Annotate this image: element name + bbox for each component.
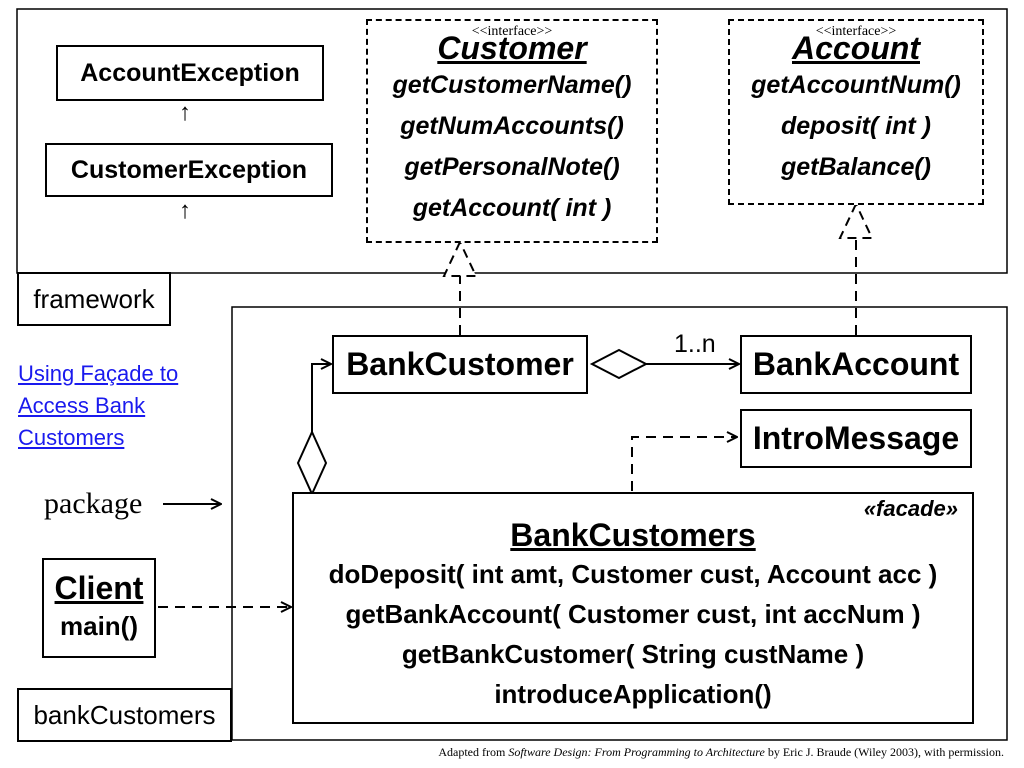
- client-method: main(): [60, 611, 138, 641]
- exception-inheritance-arrow-upper: ↑: [179, 99, 191, 126]
- account-interface-stereotype: <<interface>>: [815, 24, 897, 39]
- customer-interface-stereotype: <<interface>>: [471, 24, 553, 39]
- facade-name: BankCustomers: [510, 517, 756, 553]
- framework-package-frame: [16, 8, 1008, 274]
- bank-customers-facade: «facade» BankCustomers doDeposit( int am…: [292, 492, 974, 724]
- customer-interface-method: getCustomerName(): [392, 71, 632, 99]
- bankcustomers-package-frame: [231, 306, 1008, 741]
- bankcustomers-package-label: bankCustomers: [17, 688, 232, 742]
- attribution-footer: Adapted from Software Design: From Progr…: [438, 744, 1004, 760]
- aggregation-facade-bankcustomer: [296, 364, 331, 497]
- using-facade-link[interactable]: Using Façade to Access Bank Customers: [18, 358, 178, 454]
- using-facade-link-line: Customers: [18, 425, 125, 450]
- intro-message-class: IntroMessage: [740, 409, 972, 468]
- customer-interface-method: getAccount( int ): [412, 194, 612, 222]
- attribution-prefix: Adapted from: [438, 745, 509, 759]
- attribution-suffix: by Eric J. Braude (Wiley 2003), with per…: [764, 745, 1004, 759]
- account-interface-method: deposit( int ): [781, 112, 931, 140]
- exception-inheritance-arrow-lower: ↑: [179, 197, 191, 224]
- account-exception-class: AccountException: [56, 45, 324, 101]
- bank-account-class: BankAccount: [740, 335, 972, 394]
- using-facade-link-line: Using Façade to: [18, 361, 179, 386]
- account-interface-method: getAccountNum(): [751, 71, 961, 99]
- bank-account-label: BankAccount: [752, 346, 960, 382]
- customer-exception-class: CustomerException: [45, 143, 333, 197]
- facade-method: introduceApplication(): [494, 679, 772, 709]
- customer-interface-method: getNumAccounts(): [400, 112, 624, 140]
- client-name: Client: [54, 570, 144, 606]
- bank-customer-label: BankCustomer: [346, 346, 574, 382]
- framework-package-label: framework: [17, 272, 171, 326]
- customer-interface-method: getPersonalNote(): [404, 153, 620, 181]
- dependency-facade-intromessage: [631, 437, 737, 491]
- client-class: Client main(): [42, 558, 156, 658]
- customer-interface: <<interface>> Customer getCustomerName()…: [366, 19, 658, 243]
- account-interface-name: Account: [792, 30, 920, 66]
- facade-stereotype: «facade»: [863, 496, 958, 521]
- account-interface-method: getBalance(): [780, 153, 932, 181]
- realization-bankaccount-account: [838, 201, 874, 335]
- association-multiplicity: 1..n: [674, 330, 716, 358]
- account-interface: <<interface>> Account getAccountNum() de…: [728, 19, 984, 205]
- intro-message-label: IntroMessage: [752, 420, 960, 456]
- bank-customer-class: BankCustomer: [332, 335, 588, 394]
- aggregation-bankcustomer-bankaccount: [589, 348, 739, 380]
- attribution-book-title: Software Design: From Programming to Arc…: [508, 745, 765, 759]
- using-facade-link-line: Access Bank: [18, 393, 146, 418]
- account-exception-label: AccountException: [80, 58, 300, 87]
- framework-package-label-text: framework: [33, 283, 155, 314]
- customer-exception-label: CustomerException: [70, 155, 308, 184]
- realization-bankcustomer-customer: [442, 239, 478, 335]
- bankcustomers-package-label-text: bankCustomers: [33, 699, 216, 730]
- facade-method: getBankCustomer( String custName ): [401, 639, 865, 669]
- facade-method: doDeposit( int amt, Customer cust, Accou…: [328, 559, 938, 589]
- customer-interface-name: Customer: [437, 30, 587, 66]
- package-pointer-label: package: [44, 487, 143, 520]
- facade-method: getBankAccount( Customer cust, int accNu…: [345, 599, 921, 629]
